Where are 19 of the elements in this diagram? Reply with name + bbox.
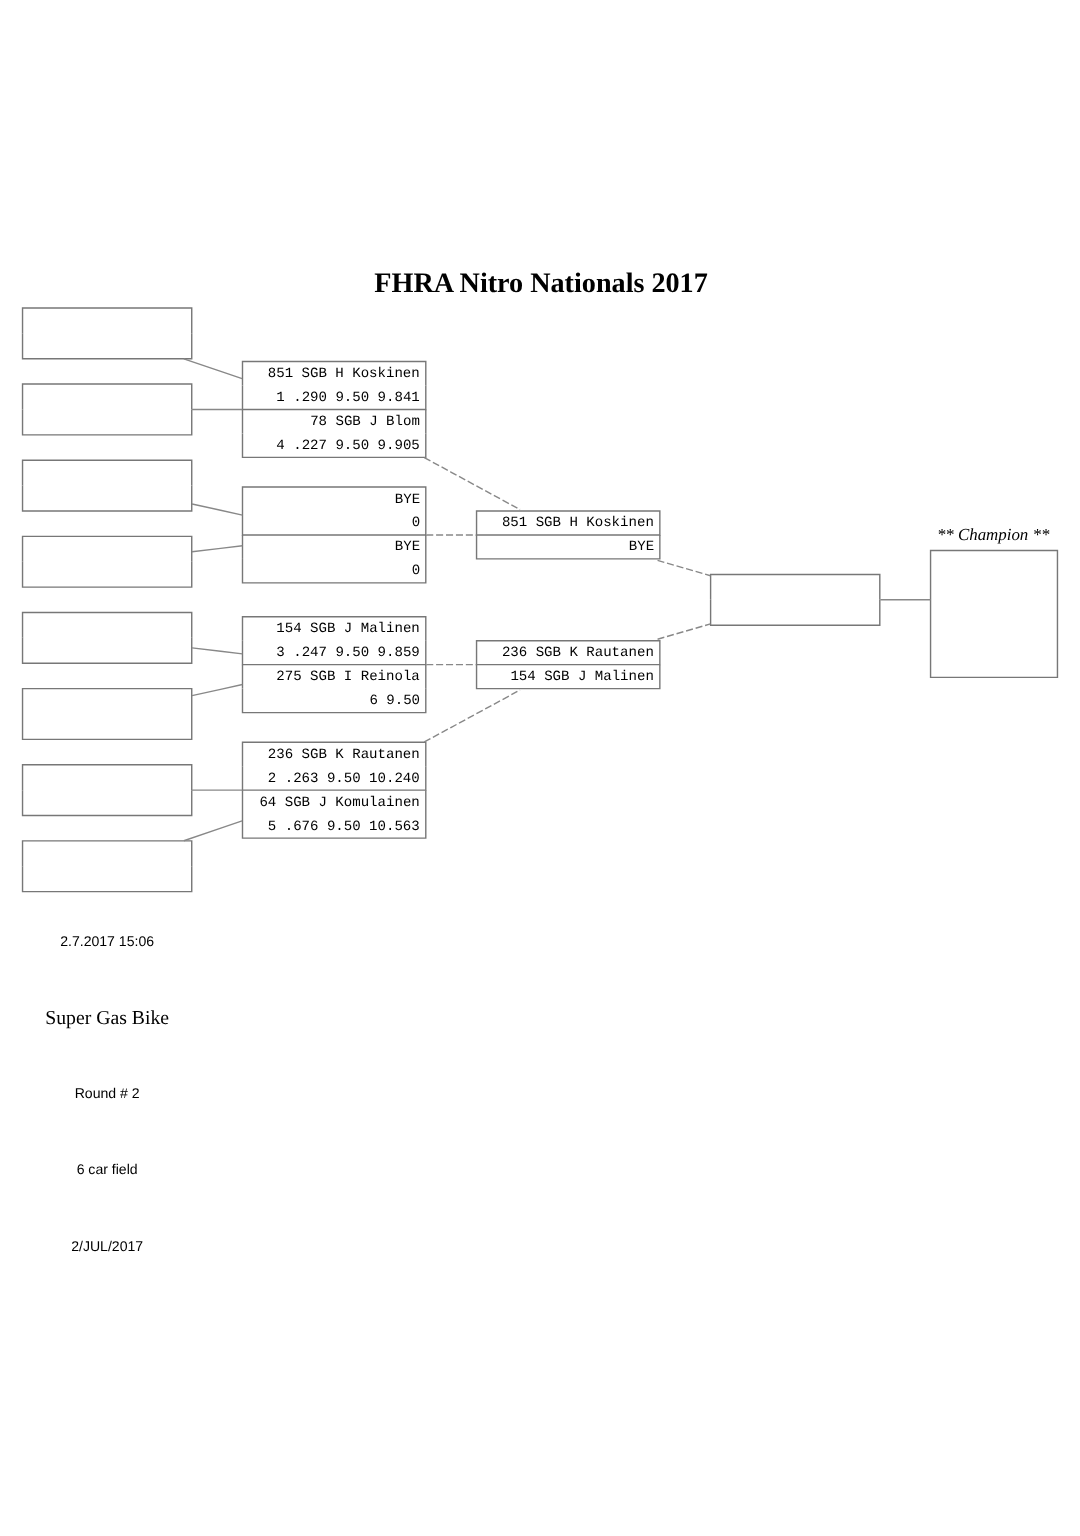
connector xyxy=(191,407,244,410)
connector xyxy=(191,502,244,515)
connector xyxy=(191,646,244,654)
connector xyxy=(879,598,932,600)
label: Super Gas Bike xyxy=(45,1006,170,1029)
node-label: ** Champion ** xyxy=(936,523,1050,544)
connector xyxy=(191,544,244,552)
node-box xyxy=(929,548,1059,678)
diagram-title: FHRA Nitro Nationals 2017 xyxy=(374,267,708,300)
connector xyxy=(656,622,712,639)
connector xyxy=(425,533,478,535)
connector xyxy=(656,558,712,576)
connector xyxy=(423,688,521,742)
connector xyxy=(423,455,521,510)
connector xyxy=(183,357,243,379)
connector xyxy=(425,662,478,665)
connector xyxy=(191,682,244,696)
connector xyxy=(191,788,244,790)
connector xyxy=(183,819,243,841)
